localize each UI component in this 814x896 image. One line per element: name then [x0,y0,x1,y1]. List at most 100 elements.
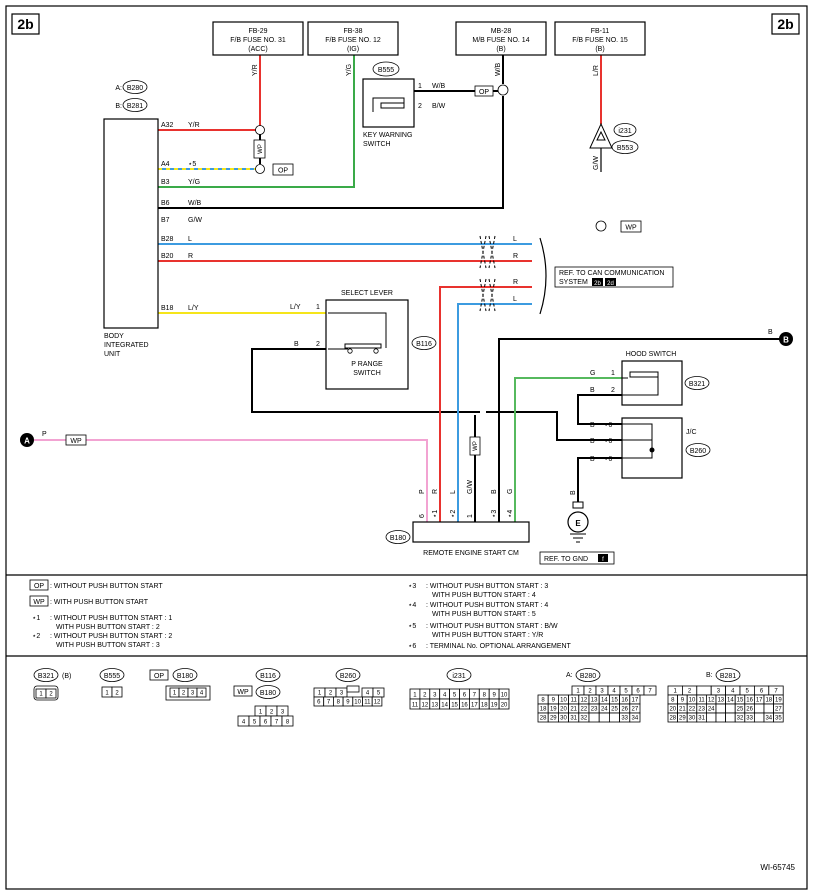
svg-text:B260: B260 [340,673,356,680]
svg-text:21: 21 [570,707,577,713]
body-pin-wire: L [188,236,192,243]
svg-text:15: 15 [451,703,458,709]
fuse-box: FB-11F/B FUSE NO. 15(B)L/R [554,21,646,76]
svg-text:24: 24 [708,707,715,713]
svg-text:G/W: G/W [593,156,600,170]
ground-point: i231 B553 G/W [589,122,639,172]
note-text: : WITHOUT PUSH BUTTON START : 1 [50,615,172,622]
body-pin: B18 [161,305,174,312]
svg-text:2: 2 [611,387,615,394]
page-ref-right: 2b [771,13,800,35]
svg-text:17: 17 [756,698,763,704]
svg-text:SELECT LEVER: SELECT LEVER [341,290,393,297]
cm-wire-label: R [432,489,439,494]
note-text: : WITHOUT PUSH BUTTON START [50,583,163,590]
svg-text:B: B [768,329,773,336]
svg-text:3: 3 [717,689,721,695]
svg-text:1: 1 [674,689,678,695]
wire-y-g [158,55,355,188]
svg-text:29: 29 [550,716,557,722]
wire-w-b [158,55,504,209]
svg-text:30: 30 [560,716,567,722]
svg-text:3: 3 [191,691,195,697]
conn-b281-label: B281 [127,103,143,110]
cm-pin-label: ⋆3 [491,510,498,518]
svg-text:12: 12 [422,703,429,709]
wire-gnd [577,457,622,508]
op-tag [272,163,294,176]
svg-text:18: 18 [540,707,547,713]
svg-text:2: 2 [423,693,427,699]
svg-text:22: 22 [581,707,588,713]
svg-text:REF. TO GND: REF. TO GND [544,556,588,563]
svg-text:24: 24 [601,707,608,713]
svg-text:22: 22 [689,707,696,713]
splice-points: WP OP OP WP [253,84,642,233]
svg-text:29: 29 [679,716,686,722]
svg-text:7: 7 [648,689,652,695]
svg-text:1: 1 [316,304,320,311]
diagram-id: WI-65745 [760,863,795,872]
svg-text:2: 2 [588,689,592,695]
svg-text:L/Y: L/Y [290,304,301,311]
svg-text:6: 6 [264,720,268,726]
svg-text:B180: B180 [390,535,406,542]
svg-text:SWITCH: SWITCH [363,141,391,148]
svg-text:HOOD SWITCH: HOOD SWITCH [626,351,677,358]
svg-text:FB-29: FB-29 [248,28,267,35]
svg-text:2: 2 [270,710,274,716]
svg-text:G: G [590,370,595,377]
body-pin: B3 [161,179,170,186]
svg-text:16: 16 [461,703,468,709]
svg-text:28: 28 [669,716,676,722]
svg-text:2: 2 [688,689,692,695]
svg-text:1: 1 [173,691,177,697]
svg-text:REMOTE ENGINE START CM: REMOTE ENGINE START CM [423,550,519,557]
body-integrated-unit: B280 A: B281 B: BODY INTEGRATED UNIT A32… [103,80,202,358]
svg-text:FB-11: FB-11 [591,28,610,35]
svg-text:4: 4 [200,691,204,697]
svg-text:WITH PUSH BUTTON START : 2: WITH PUSH BUTTON START : 2 [56,624,160,631]
svg-text:27: 27 [632,707,639,713]
svg-text:FB-38: FB-38 [343,28,362,35]
svg-text:2b: 2b [777,16,793,32]
svg-text:23: 23 [591,707,598,713]
svg-text:9: 9 [552,698,556,704]
note-text: : WITHOUT PUSH BUTTON START : 4 [426,602,548,609]
svg-text:25: 25 [611,707,618,713]
svg-text:30: 30 [689,716,696,722]
svg-text:SWITCH: SWITCH [353,370,381,377]
body-pin: B7 [161,217,170,224]
cm-wire-label: P [419,489,426,494]
svg-text:26: 26 [621,707,628,713]
svg-text:Y/G: Y/G [346,64,353,76]
svg-text:5: 5 [377,691,381,697]
svg-text:B: B [294,341,299,348]
svg-text:B260: B260 [690,448,706,455]
svg-text:B: B [590,438,595,445]
svg-text:F/B FUSE NO. 15: F/B FUSE NO. 15 [572,37,628,44]
svg-text:WP: WP [258,144,264,154]
select-lever: SELECT LEVER P RANGE SWITCH 1 2 L/Y B B1… [290,290,437,390]
body-pin: B6 [161,200,170,207]
svg-text:B553: B553 [617,145,633,152]
wire-break-marks [479,235,496,312]
svg-text:i231: i231 [618,128,631,135]
svg-text:WITH PUSH BUTTON START : 4: WITH PUSH BUTTON START : 4 [432,592,536,599]
svg-text:(IG): (IG) [347,46,359,53]
svg-text:WP: WP [625,225,637,232]
body-pin-wire: G/W [188,217,202,224]
remote-engine-start-cm: REMOTE ENGINE START CM B180 WP P6R⋆1L⋆2G… [385,436,530,557]
svg-text:6: 6 [760,689,764,695]
cm-pin-label: 1 [467,514,474,518]
note-text: : WITHOUT PUSH BUTTON START : 3 [426,583,548,590]
svg-text:8: 8 [541,698,545,704]
svg-text:WP: WP [473,441,479,451]
note-text: : WITHOUT PUSH BUTTON START : B/W [426,623,558,630]
svg-text:⋆6: ⋆6 [604,438,612,445]
svg-text:20: 20 [669,707,676,713]
svg-text:14: 14 [441,703,448,709]
svg-text:B555: B555 [378,67,394,74]
